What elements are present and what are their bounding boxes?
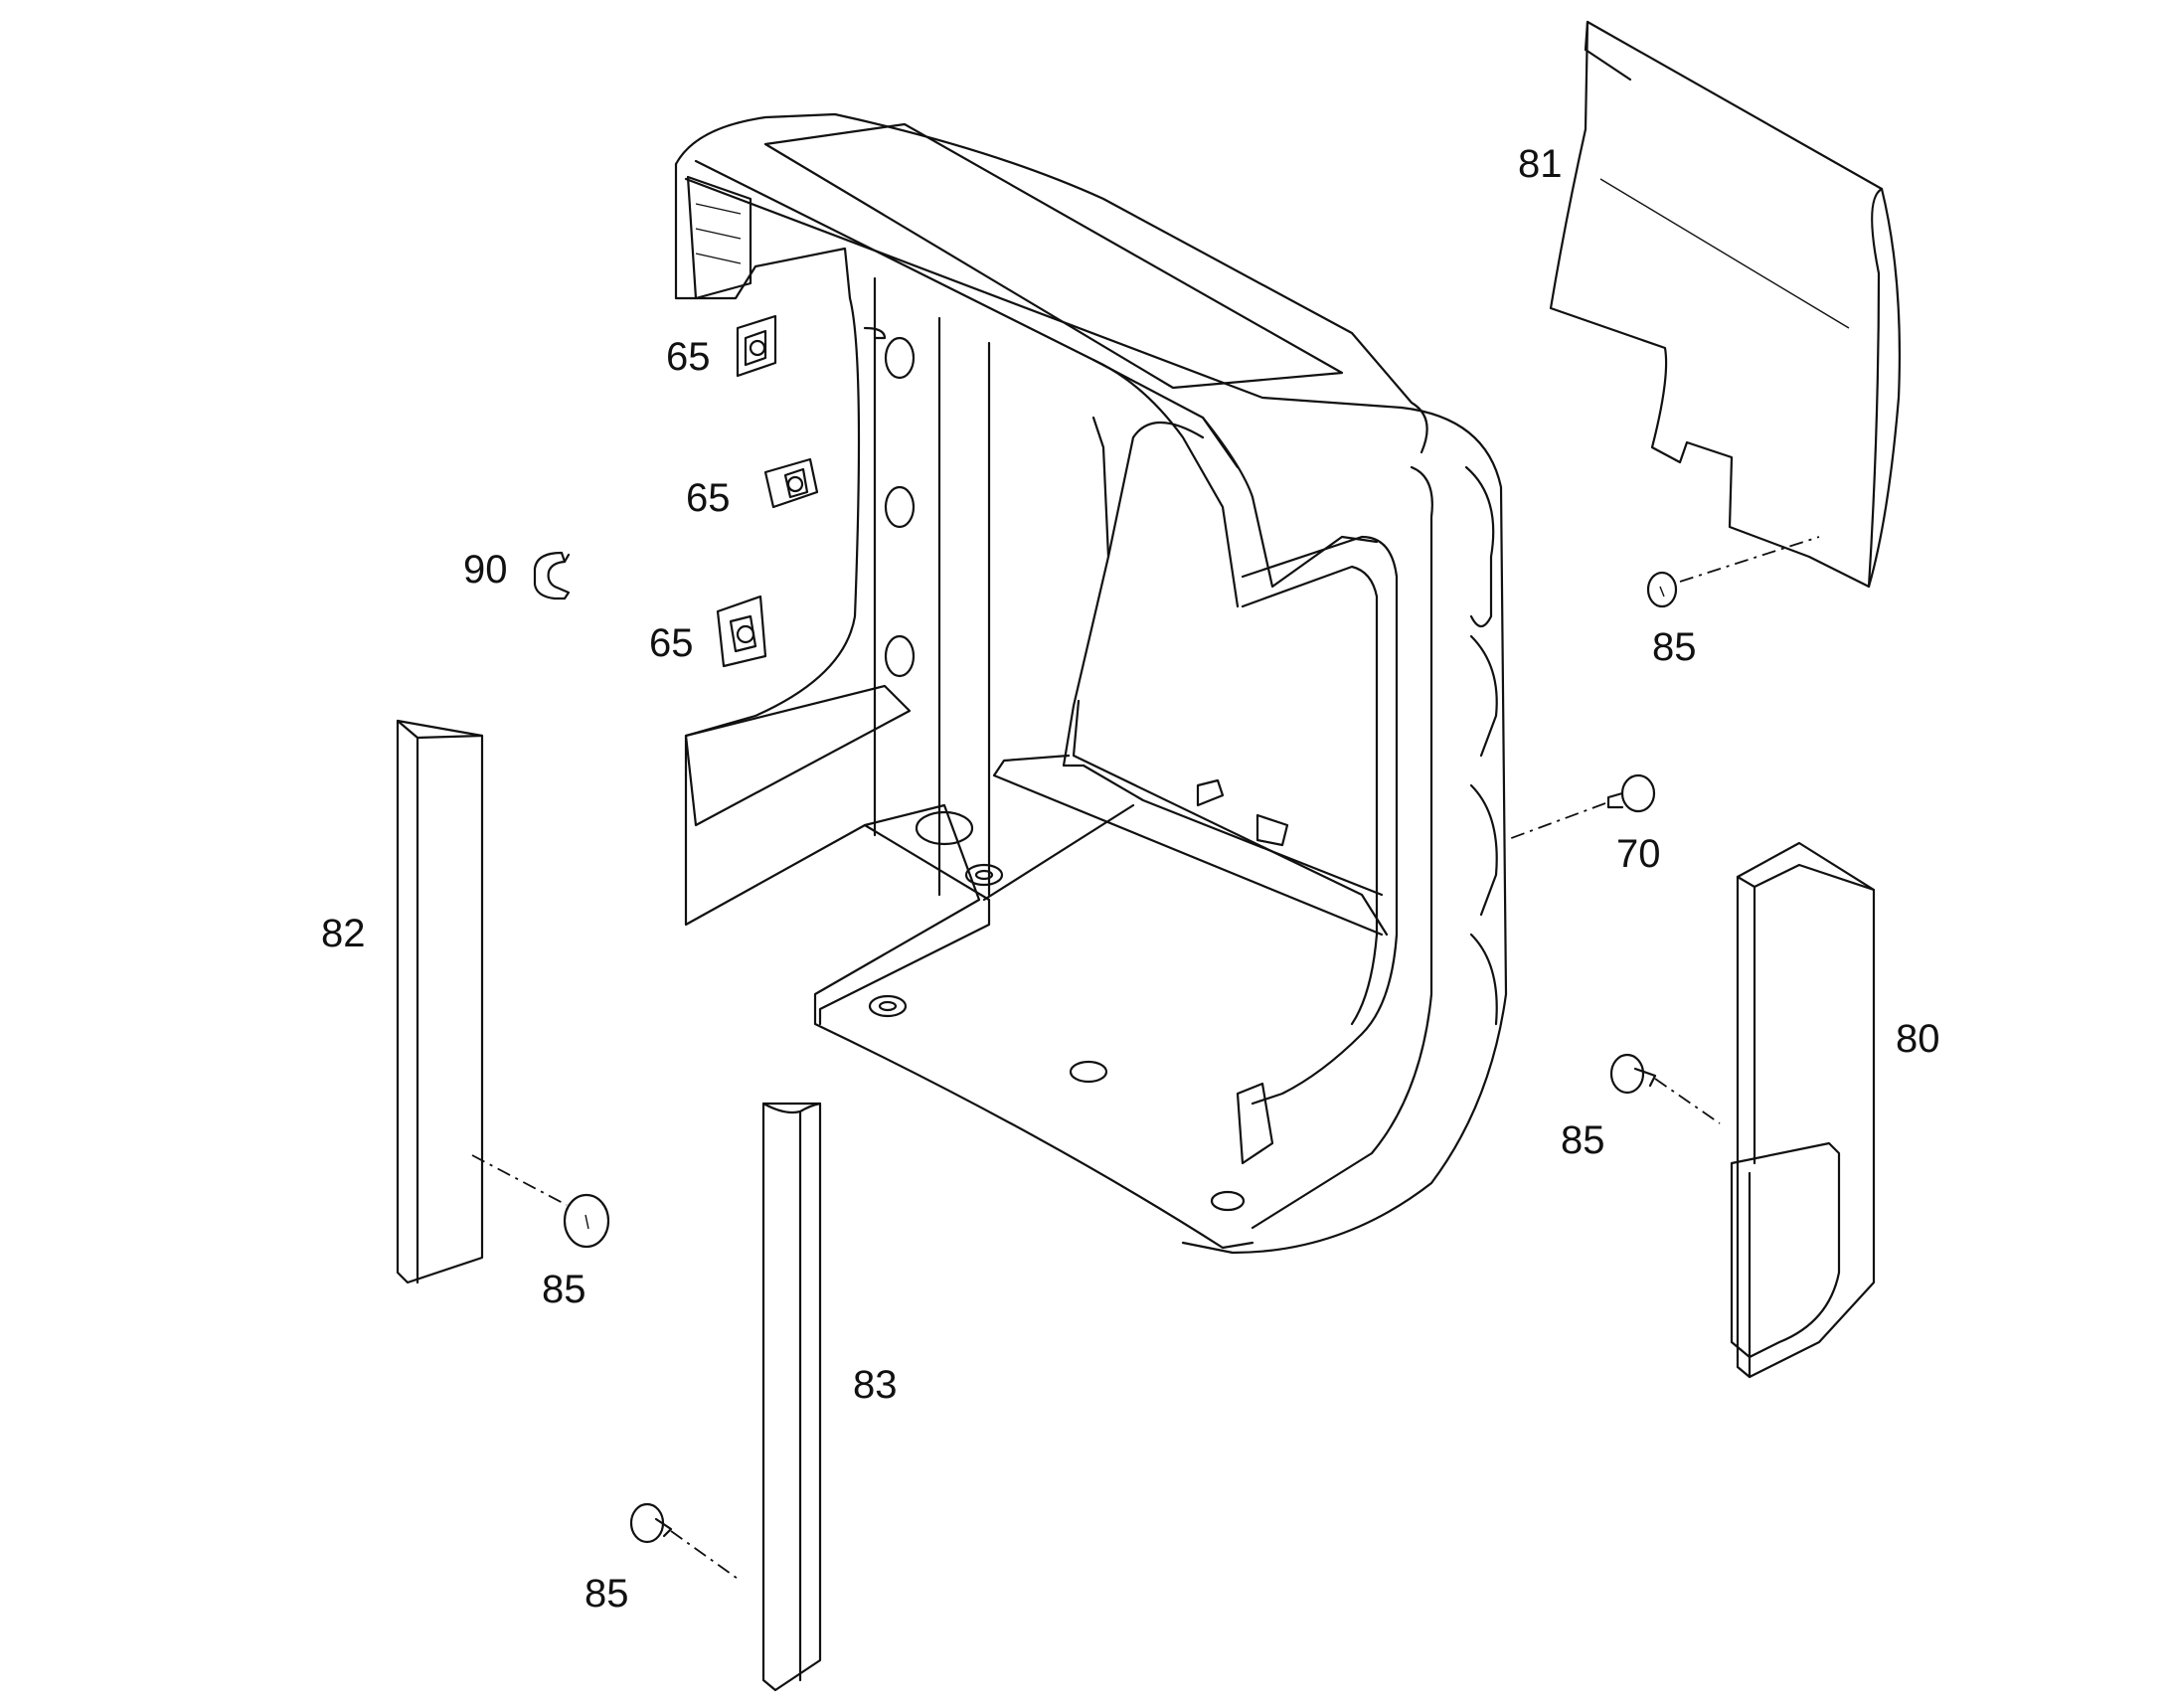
clip-65-c — [716, 595, 767, 668]
panel-83 — [761, 1102, 822, 1692]
leader-85-right — [1654, 1078, 1721, 1124]
leader-85-bottom — [670, 1530, 742, 1582]
callout-85-top: 85 — [1652, 625, 1697, 669]
callout-81: 81 — [1518, 142, 1563, 186]
fastener-85-right — [1609, 1053, 1657, 1095]
callout-83: 83 — [853, 1363, 898, 1407]
callout-82: 82 — [321, 912, 366, 955]
leader-85-top — [1679, 536, 1820, 583]
callout-70: 70 — [1616, 832, 1661, 876]
clip-65-a — [736, 314, 777, 378]
fastener-85-top — [1646, 571, 1678, 608]
fastener-70 — [1606, 773, 1656, 813]
clip-65-b — [763, 457, 819, 509]
fastener-85-bottom — [629, 1502, 673, 1544]
callout-80: 80 — [1896, 1017, 1940, 1061]
fastener-85-left — [563, 1193, 610, 1249]
leader-85-left — [471, 1154, 568, 1206]
callout-65-c: 65 — [649, 621, 694, 665]
panel-82 — [396, 719, 484, 1284]
clip-90 — [533, 551, 571, 600]
main-housing — [674, 112, 1508, 1255]
leader-70 — [1505, 802, 1606, 841]
callout-85-bottom: 85 — [585, 1572, 629, 1616]
callout-65-b: 65 — [686, 476, 731, 520]
callout-65-a: 65 — [666, 335, 711, 379]
callout-85-left: 85 — [542, 1268, 586, 1311]
panel-81 — [1549, 20, 1902, 589]
panel-80 — [1730, 841, 1876, 1379]
callout-90: 90 — [463, 548, 508, 592]
callout-85-right: 85 — [1561, 1118, 1605, 1162]
